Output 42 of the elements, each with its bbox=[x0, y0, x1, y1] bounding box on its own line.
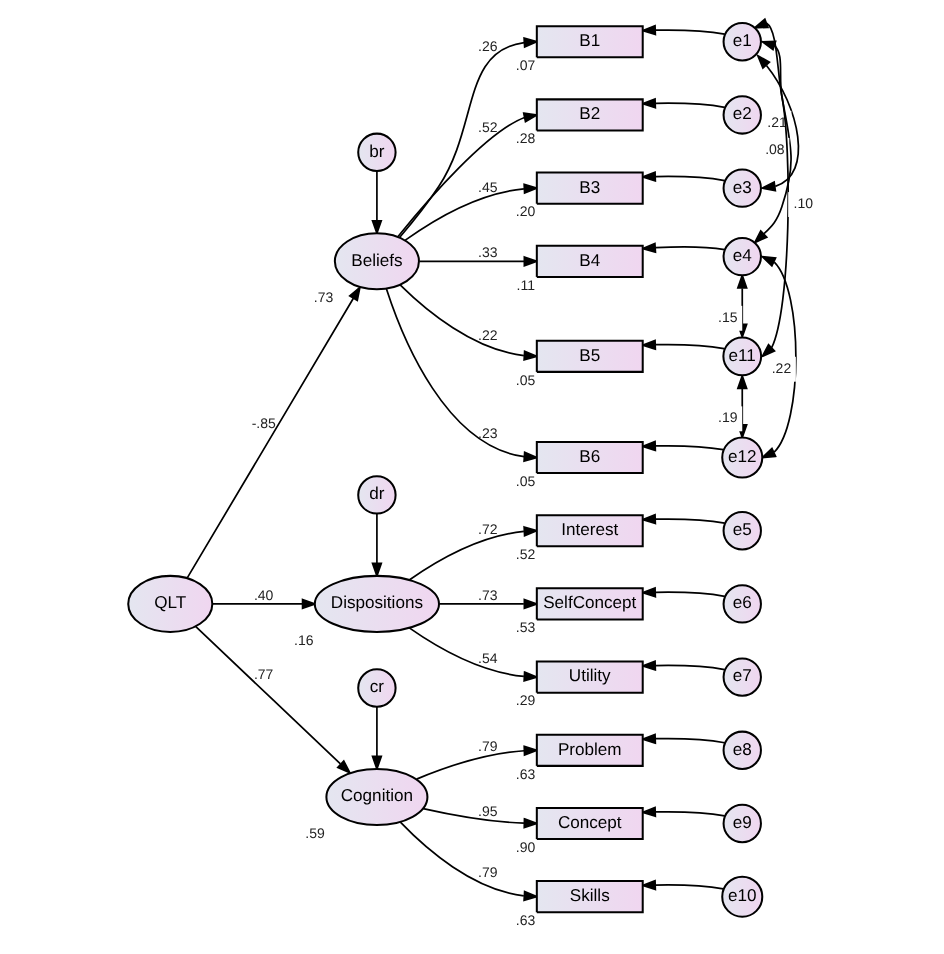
node-circle: dr bbox=[356, 475, 396, 515]
arrow bbox=[639, 170, 725, 183]
arrow bbox=[639, 339, 724, 351]
node-circle: e6 bbox=[721, 584, 761, 624]
node-ellipse: QLT bbox=[126, 574, 213, 633]
node-circle: e11 bbox=[721, 336, 762, 377]
arrow bbox=[414, 745, 539, 780]
node-ellipse: Dispositions bbox=[312, 574, 439, 633]
node-ellipse: Cognition bbox=[324, 768, 428, 827]
node-circle: br bbox=[356, 132, 396, 172]
arrow bbox=[407, 627, 539, 682]
arrow bbox=[639, 24, 725, 36]
node-circle: e1 bbox=[721, 22, 761, 62]
node-circle: e7 bbox=[721, 657, 761, 697]
node-circle: e2 bbox=[721, 95, 761, 135]
arrow bbox=[639, 440, 724, 452]
arrow bbox=[193, 625, 351, 775]
node-ellipse: Beliefs bbox=[332, 232, 419, 291]
arrow bbox=[417, 255, 539, 267]
arrow bbox=[370, 170, 382, 236]
arrow bbox=[639, 879, 724, 891]
arrow bbox=[370, 513, 382, 579]
node-circle: cr bbox=[356, 668, 396, 708]
node-circle: e4 bbox=[721, 236, 761, 277]
arrow bbox=[398, 283, 539, 362]
arrow bbox=[639, 242, 725, 254]
node-circle: e12 bbox=[720, 436, 763, 479]
arrow bbox=[437, 598, 539, 610]
arrow bbox=[370, 706, 382, 772]
arrow bbox=[639, 97, 725, 109]
arrow bbox=[421, 807, 539, 829]
arrow bbox=[639, 513, 725, 525]
arrow bbox=[639, 586, 725, 598]
node-circle: e8 bbox=[721, 730, 761, 770]
node-circle: e9 bbox=[721, 803, 761, 844]
arrow bbox=[210, 598, 317, 610]
arrow bbox=[639, 659, 725, 672]
node-circle: e3 bbox=[721, 168, 761, 208]
node-circle: e10 bbox=[720, 875, 763, 918]
arrow bbox=[639, 733, 725, 745]
node-circle: e5 bbox=[721, 511, 761, 551]
arrow bbox=[639, 806, 725, 818]
